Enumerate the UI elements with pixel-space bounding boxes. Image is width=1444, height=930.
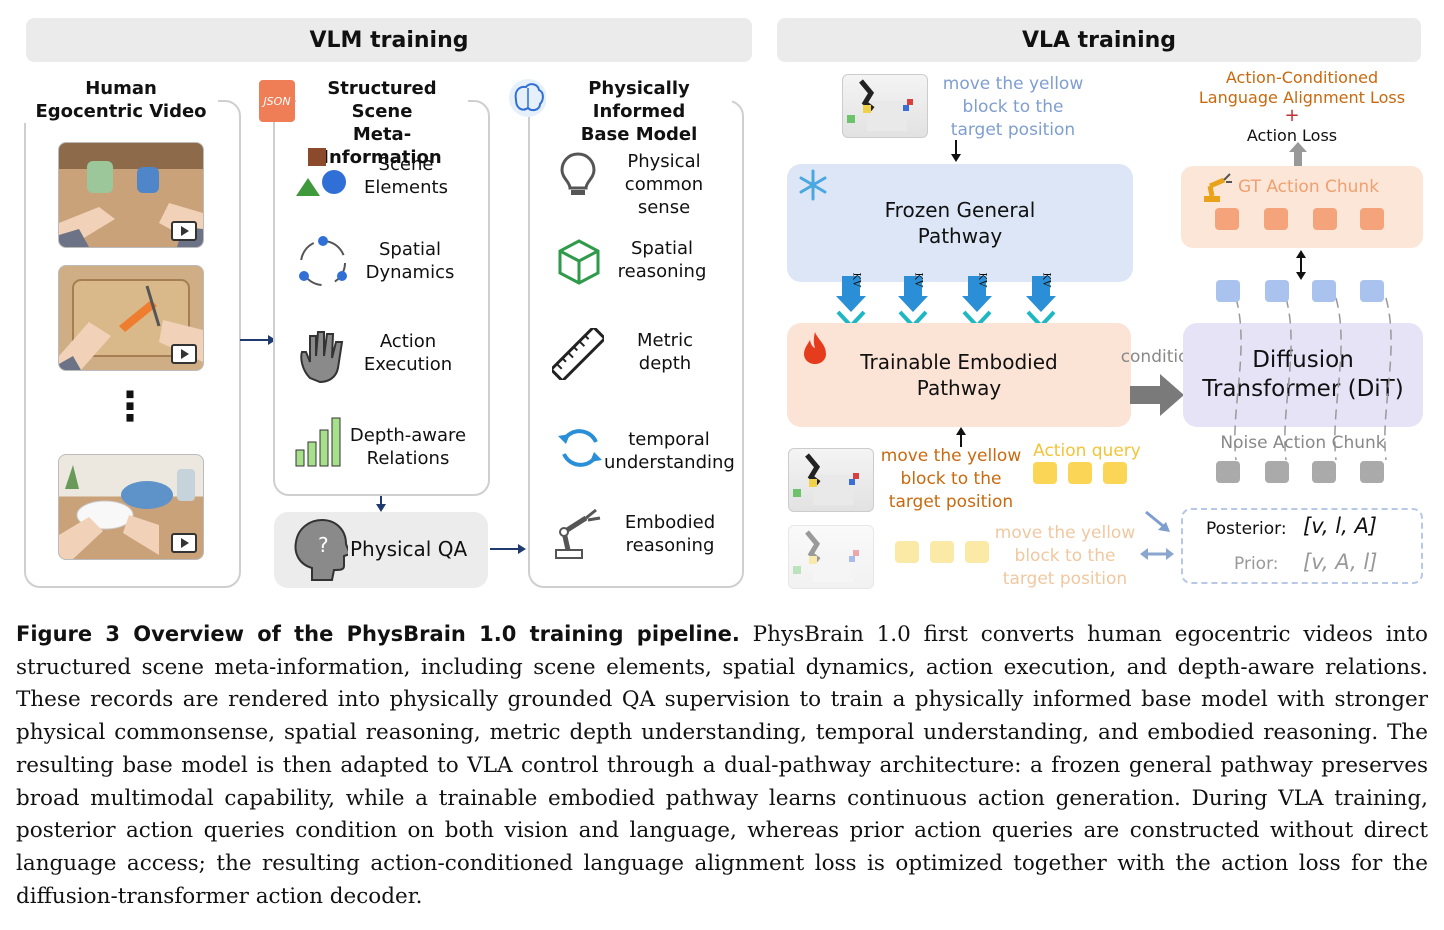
prior-double-arrow (1140, 547, 1174, 561)
posterior-value: [v, l, A] (1303, 515, 1403, 538)
bar-chart-icon (292, 416, 346, 468)
lightbulb-icon (558, 150, 598, 198)
figure-caption-text: PhysBrain 1.0 first converts human egoce… (16, 622, 1428, 909)
instruction-text-bottom: move the yellow block to the target posi… (990, 522, 1140, 591)
alignment-loss-label: Action-Conditioned Language Alignment Lo… (1190, 68, 1414, 108)
spatial-dynamics-label: Spatial Dynamics (350, 238, 470, 284)
robot-scene-image-middle (788, 448, 874, 512)
robot-scene-image-top (842, 74, 928, 138)
vlm-training-title: VLM training (310, 28, 469, 53)
gt-action-square-2 (1264, 208, 1288, 230)
trainable-pathway-label: Trainable Embodied Pathway (860, 349, 1057, 401)
gt-action-square-1 (1215, 208, 1239, 230)
hand-icon (296, 328, 350, 384)
egocentric-video-title: Human Egocentric Video (24, 77, 218, 123)
robot-scene-icon (843, 75, 927, 137)
brain-icon (506, 78, 550, 118)
head-question-icon: ? (290, 518, 348, 582)
noise-square-4 (1360, 461, 1384, 483)
query-square-1 (1033, 462, 1057, 484)
double-arrow-vertical (1294, 250, 1308, 280)
arrow-instruction-to-frozen (950, 140, 962, 164)
ruler-icon (552, 328, 604, 380)
cube-icon (556, 238, 602, 286)
kv-label-2: KV (913, 273, 924, 299)
arrow-to-loss (1289, 140, 1307, 168)
prior-query-square-3 (965, 541, 989, 563)
fire-icon (800, 330, 830, 366)
kv-label-3: KV (977, 273, 988, 299)
robot-arm-yellow-icon (1202, 172, 1234, 204)
query-square-3 (1103, 462, 1127, 484)
query-square-2 (1068, 462, 1092, 484)
play-icon (171, 533, 197, 553)
trainable-embodied-pathway: Trainable Embodied Pathway (787, 323, 1131, 427)
pred-action-square-1 (1216, 280, 1240, 302)
spatial-reasoning-label: Spatial reasoning (602, 237, 722, 283)
noise-action-chunk-label: Noise Action Chunk (1208, 432, 1398, 455)
kv-label-4: KV (1041, 273, 1052, 299)
depth-aware-relations-label: Depth-aware Relations (346, 424, 470, 470)
robot-scene-image-bottom (788, 525, 874, 589)
video-thumbnail-bowls (58, 454, 204, 560)
physical-common-sense-label: Physical common sense (598, 150, 730, 219)
noise-square-1 (1216, 461, 1240, 483)
json-tag: JSON (263, 95, 290, 108)
robot-scene-icon (789, 449, 873, 511)
action-execution-label: Action Execution (350, 330, 466, 376)
snowflake-icon (796, 168, 830, 202)
video-thumbnail-cups (58, 142, 204, 248)
gt-action-chunk-label: GT Action Chunk (1238, 176, 1398, 199)
noise-square-2 (1265, 461, 1289, 483)
video-thumbnail-cutting (58, 265, 204, 371)
vlm-training-banner: VLM training (26, 18, 752, 62)
embodied-reasoning-label: Embodied reasoning (610, 511, 730, 557)
noise-square-3 (1312, 461, 1336, 483)
arrow-qa-to-model (490, 542, 530, 556)
video-ellipsis: ⋮ (110, 382, 150, 432)
base-model-title: Physically Informed Base Model (546, 77, 732, 146)
gt-action-square-3 (1313, 208, 1337, 230)
posterior-arrow (1142, 508, 1174, 534)
spatial-dynamics-icon (296, 236, 350, 290)
pred-action-square-4 (1360, 280, 1384, 302)
vla-training-title: VLA training (1022, 28, 1176, 53)
frozen-pathway-label: Frozen General Pathway (885, 197, 1036, 249)
json-file-icon: JSON (259, 80, 295, 122)
instruction-text-middle: move the yellow block to the target posi… (874, 445, 1028, 514)
prior-label: Prior: (1234, 553, 1304, 576)
figure-caption-label: Figure 3 Overview of the PhysBrain 1.0 t… (16, 622, 740, 646)
figure-caption: Figure 3 Overview of the PhysBrain 1.0 t… (16, 618, 1428, 913)
prior-value: [v, A, l] (1303, 551, 1403, 574)
vla-training-banner: VLA training (777, 18, 1421, 62)
play-icon (171, 344, 197, 364)
physical-qa-label: Physical QA (350, 538, 480, 561)
kv-label-1: KV (851, 273, 862, 299)
question-mark: ? (318, 533, 329, 557)
arrow-instruction-to-trainable (955, 427, 967, 447)
temporal-understanding-label: temporal understanding (604, 428, 734, 474)
instruction-text-top: move the yellow block to the target posi… (936, 73, 1090, 142)
pred-action-square-3 (1312, 280, 1336, 302)
frozen-general-pathway: Frozen General Pathway (787, 164, 1133, 282)
posterior-label: Posterior: (1206, 518, 1306, 541)
scene-elements-label: Scene Elements (350, 153, 462, 199)
cycle-icon (556, 424, 604, 472)
robot-arm-icon (552, 506, 606, 560)
gt-action-square-4 (1360, 208, 1384, 230)
prior-query-square-1 (895, 541, 919, 563)
prior-query-square-2 (930, 541, 954, 563)
robot-scene-icon (789, 526, 873, 588)
condition-arrow (1130, 372, 1186, 418)
action-query-label: Action query (1028, 440, 1146, 463)
shapes-icon (294, 146, 348, 200)
play-icon (171, 221, 197, 241)
metric-depth-label: Metric depth (610, 329, 720, 375)
pred-action-square-2 (1265, 280, 1289, 302)
